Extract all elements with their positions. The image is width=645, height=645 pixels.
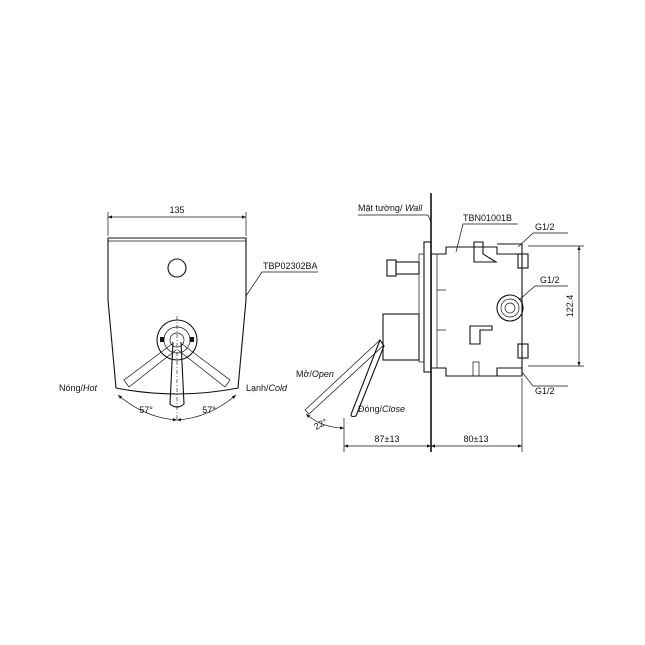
- angle-right-text: 57°: [202, 405, 216, 415]
- depth-back-text: 80±13: [464, 434, 489, 444]
- width-dimension: 135: [107, 205, 247, 236]
- thread-bottom-callout: G1/2: [521, 371, 568, 396]
- plate-model-text: TBP02302BA: [263, 261, 318, 271]
- valve-model-text: TBN01001B: [463, 213, 512, 223]
- width-dimension-text: 135: [169, 205, 184, 215]
- diverter-knob-side: [386, 259, 420, 277]
- face-plate-section: [423, 241, 432, 373]
- hot-label: Nóng/Hot: [59, 383, 98, 393]
- height-dimension-text: 122.4: [565, 295, 575, 318]
- side-view: Mặt tường/ Wall Mở/Open Đóng/Close 22°: [296, 193, 584, 452]
- front-view: 135 TBP02302BA: [59, 205, 318, 422]
- lever-hot-position: [123, 343, 177, 388]
- cold-label: Lạnh/Cold: [246, 383, 288, 393]
- lever-cold-position: [177, 343, 231, 388]
- open-label: Mở/Open: [296, 369, 334, 379]
- handle-body-side: [382, 313, 420, 361]
- thread-bottom-text: G1/2: [535, 386, 555, 396]
- thread-mid-callout: G1/2: [518, 275, 568, 301]
- depth-dimensions: 87±13 80±13: [343, 378, 523, 452]
- thread-top-text: G1/2: [535, 222, 555, 232]
- depth-front-text: 87±13: [375, 434, 400, 444]
- cover-plate: [107, 237, 247, 395]
- angle-left-text: 57°: [139, 405, 153, 415]
- wall-label: Mặt tường/ Wall: [358, 203, 423, 213]
- valve-model-callout: TBN01001B: [455, 213, 518, 253]
- angle-arcs: 57° 57°: [117, 394, 237, 422]
- diverter-button: [167, 258, 187, 278]
- lever-angle-text: 22°: [312, 416, 329, 431]
- lever-closed-side: [350, 338, 385, 418]
- thread-top-callout: G1/2: [517, 222, 568, 248]
- close-label: Đóng/Close: [358, 404, 405, 414]
- lever-open-side: [304, 339, 385, 415]
- lever-angle: 22°: [305, 413, 345, 432]
- height-dimension: 122.4: [528, 245, 584, 367]
- valve-body: [430, 241, 529, 377]
- thread-mid-text: G1/2: [540, 275, 560, 285]
- plate-model-callout: TBP02302BA: [245, 261, 318, 297]
- wall-callout: Mặt tường/ Wall: [358, 203, 432, 223]
